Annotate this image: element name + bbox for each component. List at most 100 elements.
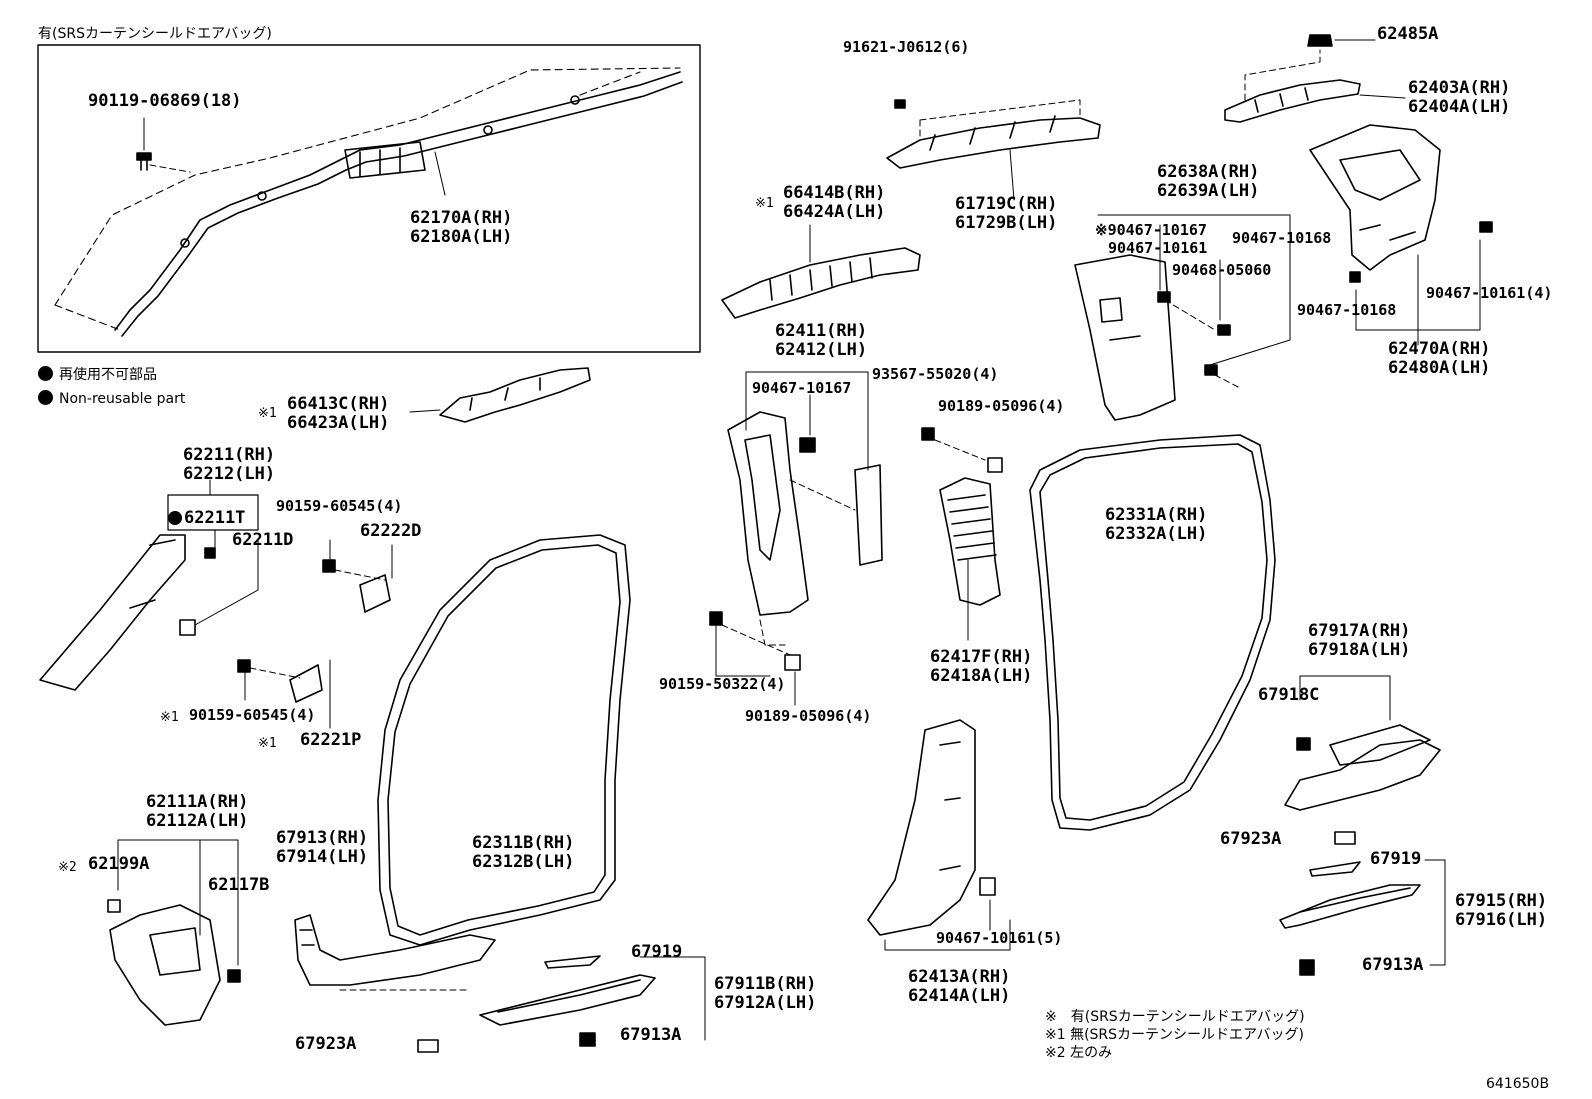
label-90467-10161-b: 90467-10161(4) — [1426, 284, 1553, 302]
label-66413: 66413C(RH) 66423A(LH) — [287, 395, 389, 433]
bracket-66414 — [721, 224, 921, 319]
trim-62403 — [1224, 49, 1406, 123]
label-67913-lh: 67914(LH) — [276, 847, 369, 867]
diagram-id: 641650B — [1486, 1076, 1550, 1092]
legend-jp: 再使用不可部品 — [38, 366, 157, 385]
mark-66414: ※1 — [755, 196, 774, 211]
label-62311-lh: 62312B(LH) — [472, 852, 575, 872]
label-62417-lh: 62418A(LH) — [930, 666, 1033, 686]
label-61719: 61719C(RH) 61729B(LH) — [955, 195, 1057, 233]
label-62211-rh: 62211(RH) — [183, 445, 276, 465]
label-66414-rh: 66414B(RH) — [783, 183, 886, 203]
label-67911-rh: 67911B(RH) — [714, 974, 817, 994]
label-90467-10168-b: 90467-10168 — [1297, 301, 1397, 319]
label-67919-a: 67919 — [1370, 849, 1422, 869]
label-62411: 62411(RH) 62412(LH) — [775, 322, 867, 360]
srs-box-caption: 有(SRSカーテンシールドエアバッグ) — [38, 26, 272, 42]
weatherstrip-62311 — [377, 534, 631, 946]
scuff-67913 — [294, 914, 496, 1053]
label-62111: 62111A(RH) 62112A(LH) — [146, 793, 248, 831]
label-62111-rh: 62111A(RH) — [146, 792, 249, 812]
label-67919-b: 67919 — [631, 942, 683, 962]
label-62331-lh: 62332A(LH) — [1105, 524, 1208, 544]
label-62170-lh: 62180A(LH) — [410, 227, 513, 247]
label-62470-lh: 62480A(LH) — [1388, 358, 1491, 378]
label-62211T-text: 62211T — [184, 508, 246, 528]
footnotes: ※ 有(SRSカーテンシールドエアバッグ) ※1 無(SRSカーテンシールドエア… — [1045, 1008, 1305, 1062]
label-62638-rh: 62638A(RH) — [1157, 162, 1260, 182]
label-62403: 62403A(RH) 62404A(LH) — [1408, 79, 1510, 117]
label-90119: 90119-06869(18) — [88, 91, 242, 111]
footnote-srs: ※ 有(SRSカーテンシールドエアバッグ) — [1045, 1009, 1305, 1025]
label-67923A-a: 67923A — [1220, 829, 1282, 849]
label-62331-rh: 62331A(RH) — [1105, 505, 1208, 525]
label-62211D: 62211D — [232, 530, 294, 550]
label-62221P: 62221P — [300, 730, 362, 750]
label-62403-lh: 62404A(LH) — [1408, 97, 1511, 117]
label-90159-b: 90159-60545(4) — [189, 706, 316, 724]
label-62411-rh: 62411(RH) — [775, 321, 868, 341]
label-67917-lh: 67918A(LH) — [1308, 640, 1411, 660]
label-62170-rh: 62170A(RH) — [410, 208, 513, 228]
label-62222D: 62222D — [360, 521, 422, 541]
label-67918C: 67918C — [1258, 685, 1320, 705]
label-90467-10167-a: 90467-10167 — [752, 379, 852, 397]
label-67915-rh: 67915(RH) — [1455, 891, 1548, 911]
label-62417-rh: 62417F(RH) — [930, 647, 1033, 667]
label-62470-rh: 62470A(RH) — [1388, 339, 1491, 359]
label-90159-a: 90159-60545(4) — [276, 497, 403, 515]
label-67917-rh: 67917A(RH) — [1308, 621, 1411, 641]
footnote-left-only: ※2 左のみ — [1045, 1045, 1113, 1061]
trim-62417 — [921, 427, 1003, 641]
plate-67911 — [479, 955, 706, 1047]
label-62117B: 62117B — [208, 875, 270, 895]
label-67915: 67915(RH) 67916(LH) — [1455, 892, 1547, 930]
label-61719-lh: 61729B(LH) — [955, 213, 1058, 233]
label-62413-lh: 62414A(LH) — [908, 986, 1011, 1006]
label-90467-10161-c: 90467-10161(5) — [936, 929, 1063, 947]
non-reusable-dot-icon — [38, 366, 53, 381]
label-62411-lh: 62412(LH) — [775, 340, 868, 360]
label-62413: 62413A(RH) 62414A(LH) — [908, 968, 1010, 1006]
label-62211T: 62211T — [168, 509, 245, 528]
label-62311-rh: 62311B(RH) — [472, 833, 575, 853]
label-62470: 62470A(RH) 62480A(LH) — [1388, 340, 1490, 378]
label-61719-rh: 61719C(RH) — [955, 194, 1058, 214]
legend-jp-text: 再使用不可部品 — [59, 367, 157, 383]
clip-62485 — [1307, 34, 1376, 47]
label-90159-c: 90159-50322(4) — [659, 675, 786, 693]
label-67911: 67911B(RH) 67912A(LH) — [714, 975, 816, 1013]
label-62111-lh: 62112A(LH) — [146, 811, 249, 831]
label-62417: 62417F(RH) 62418A(LH) — [930, 648, 1032, 686]
label-62170: 62170A(RH) 62180A(LH) — [410, 209, 512, 247]
label-62199A: 62199A — [88, 854, 150, 874]
bracket-66413 — [409, 367, 591, 423]
label-62331: 62331A(RH) 62332A(LH) — [1105, 506, 1207, 544]
trim-62470 — [1309, 124, 1493, 346]
label-93567: 93567-55020(4) — [872, 365, 999, 383]
airbag-dash-outline — [54, 67, 681, 331]
mark-62199A: ※2 — [58, 860, 77, 875]
plate-67915 — [1279, 859, 1446, 976]
label-91621: 91621-J0612(6) — [843, 38, 970, 56]
srs-box — [37, 44, 701, 353]
fasteners-center — [709, 611, 801, 706]
bracket-62222D — [322, 539, 393, 613]
label-90468: 90468-05060 — [1172, 261, 1272, 279]
label-90467-10161-a: 90467-10161 — [1108, 239, 1208, 257]
legend-en: Non-reusable part — [38, 390, 185, 409]
mark-90159-b: ※1 — [160, 710, 179, 725]
label-90467-10168-a: 90467-10168 — [1232, 229, 1332, 247]
label-67915-lh: 67916(LH) — [1455, 910, 1548, 930]
trim-62638 — [1074, 214, 1291, 421]
label-62211: 62211(RH) 62212(LH) — [183, 446, 275, 484]
label-90189-b: 90189-05096(4) — [745, 707, 872, 725]
panel-67917 — [1284, 675, 1441, 845]
label-67923A-b: 67923A — [295, 1034, 357, 1054]
label-62638: 62638A(RH) 62639A(LH) — [1157, 163, 1259, 201]
panel-62111 — [107, 839, 241, 1026]
curtain-airbag-part — [114, 71, 683, 337]
label-62413-rh: 62413A(RH) — [908, 967, 1011, 987]
label-67913-67914: 67913(RH) 67914(LH) — [276, 829, 368, 867]
